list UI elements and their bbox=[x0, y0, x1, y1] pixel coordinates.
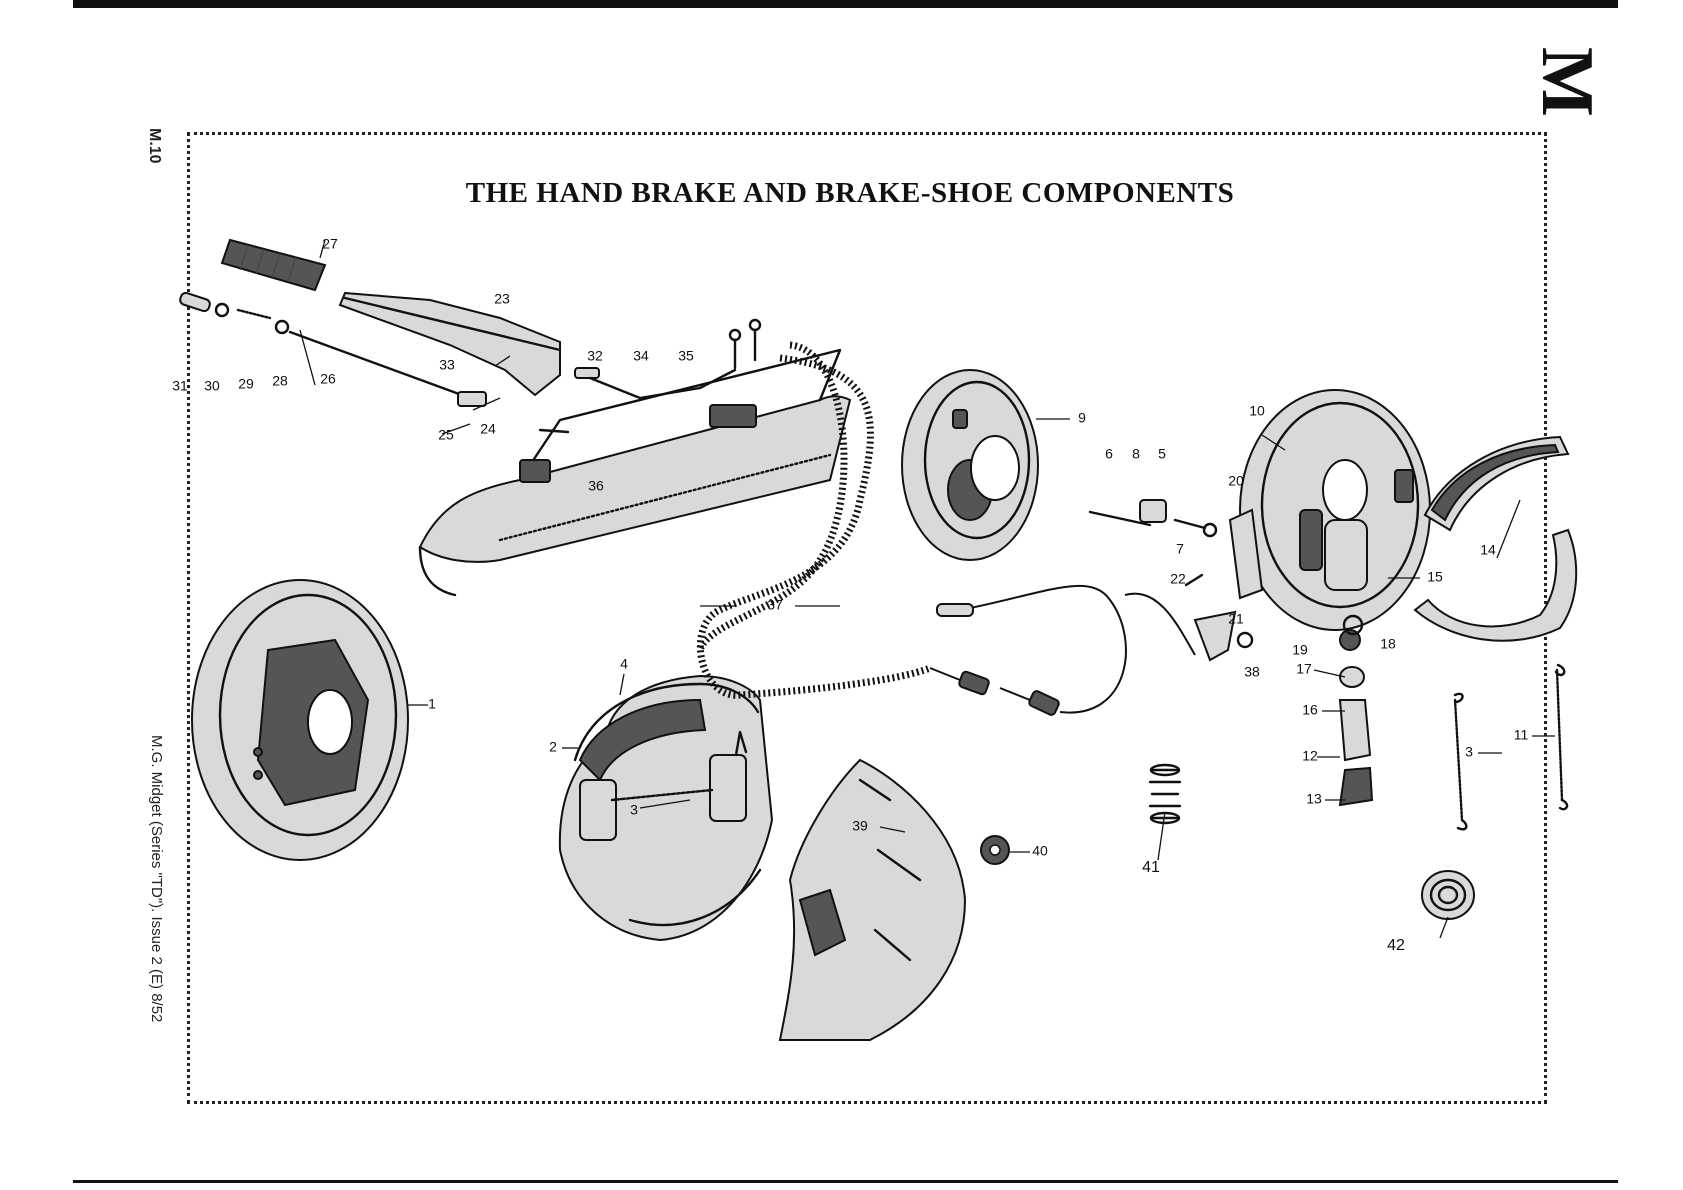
part-lever-set bbox=[1186, 510, 1262, 660]
callout-19: 19 bbox=[1292, 642, 1308, 658]
callout-33: 33 bbox=[439, 357, 455, 373]
callout-14: 14 bbox=[1480, 542, 1496, 558]
callout-3a: 3 bbox=[630, 802, 638, 818]
callout-37: 37 bbox=[767, 597, 783, 613]
callout-29: 29 bbox=[238, 376, 254, 392]
callout-11: 11 bbox=[1514, 727, 1529, 743]
part-stud-plate bbox=[780, 760, 1009, 1040]
part-coil-springs bbox=[1150, 765, 1474, 919]
callout-35: 35 bbox=[678, 348, 694, 364]
callout-4: 4 bbox=[620, 656, 628, 672]
callout-32: 32 bbox=[587, 348, 603, 364]
callout-16: 16 bbox=[1302, 702, 1318, 718]
callout-30: 30 bbox=[204, 378, 220, 394]
callout-42: 42 bbox=[1387, 937, 1405, 954]
callout-13: 13 bbox=[1306, 791, 1322, 807]
callout-41: 41 bbox=[1142, 859, 1160, 876]
callout-22: 22 bbox=[1170, 571, 1186, 587]
callout-5: 5 bbox=[1158, 446, 1166, 462]
part-front-brake-assembly bbox=[560, 676, 772, 940]
callout-7: 7 bbox=[1176, 541, 1184, 557]
callout-17: 17 bbox=[1296, 661, 1312, 677]
callout-24: 24 bbox=[480, 421, 496, 437]
callout-20: 20 bbox=[1228, 473, 1244, 489]
callout-15: 15 bbox=[1427, 569, 1443, 585]
callout-27: 27 bbox=[322, 236, 338, 252]
callout-2: 2 bbox=[549, 739, 557, 755]
callout-1: 1 bbox=[428, 696, 436, 712]
part-backplate bbox=[902, 370, 1038, 560]
callout-34: 34 bbox=[633, 348, 649, 364]
part-hand-brake-lever bbox=[340, 293, 850, 595]
part-small-springs-and-adjusters bbox=[1340, 616, 1567, 829]
callout-9: 9 bbox=[1078, 410, 1086, 426]
part-banjo-set bbox=[1090, 500, 1216, 536]
callout-25: 25 bbox=[438, 427, 454, 443]
callout-23: 23 bbox=[494, 291, 510, 307]
callout-6: 6 bbox=[1105, 446, 1113, 462]
callout-36: 36 bbox=[588, 478, 604, 494]
callout-31: 31 bbox=[172, 378, 188, 394]
callout-38: 38 bbox=[1244, 664, 1260, 680]
part-brake-shoe bbox=[1415, 437, 1576, 641]
part-rear-brake-assembly bbox=[1240, 390, 1430, 650]
callout-12: 12 bbox=[1302, 748, 1318, 764]
part-brake-drum bbox=[192, 580, 408, 860]
callout-28: 28 bbox=[272, 373, 288, 389]
callout-10: 10 bbox=[1249, 403, 1265, 419]
callout-18: 18 bbox=[1380, 636, 1396, 652]
callout-40: 40 bbox=[1032, 843, 1048, 859]
callout-39: 39 bbox=[852, 818, 868, 834]
part-grip bbox=[222, 240, 325, 290]
callout-8: 8 bbox=[1132, 446, 1140, 462]
callout-21: 21 bbox=[1228, 611, 1244, 627]
callout-3b: 3 bbox=[1465, 744, 1473, 760]
callout-26: 26 bbox=[320, 371, 336, 387]
